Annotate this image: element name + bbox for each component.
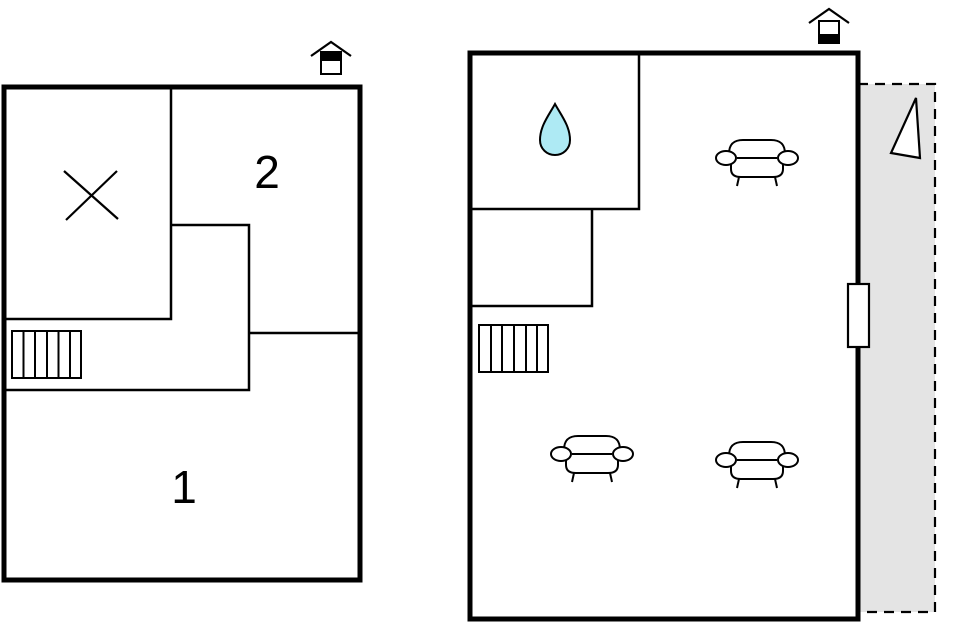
- water-drop-icon: [538, 101, 572, 157]
- door-icon: [846, 282, 871, 349]
- left-wall-hall: [6, 223, 251, 392]
- right-wall-bathroom: [472, 55, 641, 211]
- right-wall-small-room: [472, 209, 594, 308]
- left-floor-plan: [1, 40, 363, 583]
- stairs-icon: [11, 330, 82, 379]
- terrace-area: [856, 82, 937, 614]
- sofa-icon: [715, 441, 799, 489]
- sofa-icon: [550, 435, 634, 483]
- x-mark-icon: [63, 170, 119, 221]
- stairs-icon: [478, 324, 549, 373]
- room-label-1: 1: [171, 461, 197, 513]
- sofa-icon: [715, 139, 799, 187]
- left-wall-xroom: [6, 88, 173, 321]
- entrance-icon: [808, 7, 850, 44]
- right-floor-plan: [467, 7, 937, 622]
- compass-triangle-icon: [889, 97, 922, 160]
- entrance-icon: [310, 40, 352, 75]
- room-label-2: 2: [254, 146, 280, 198]
